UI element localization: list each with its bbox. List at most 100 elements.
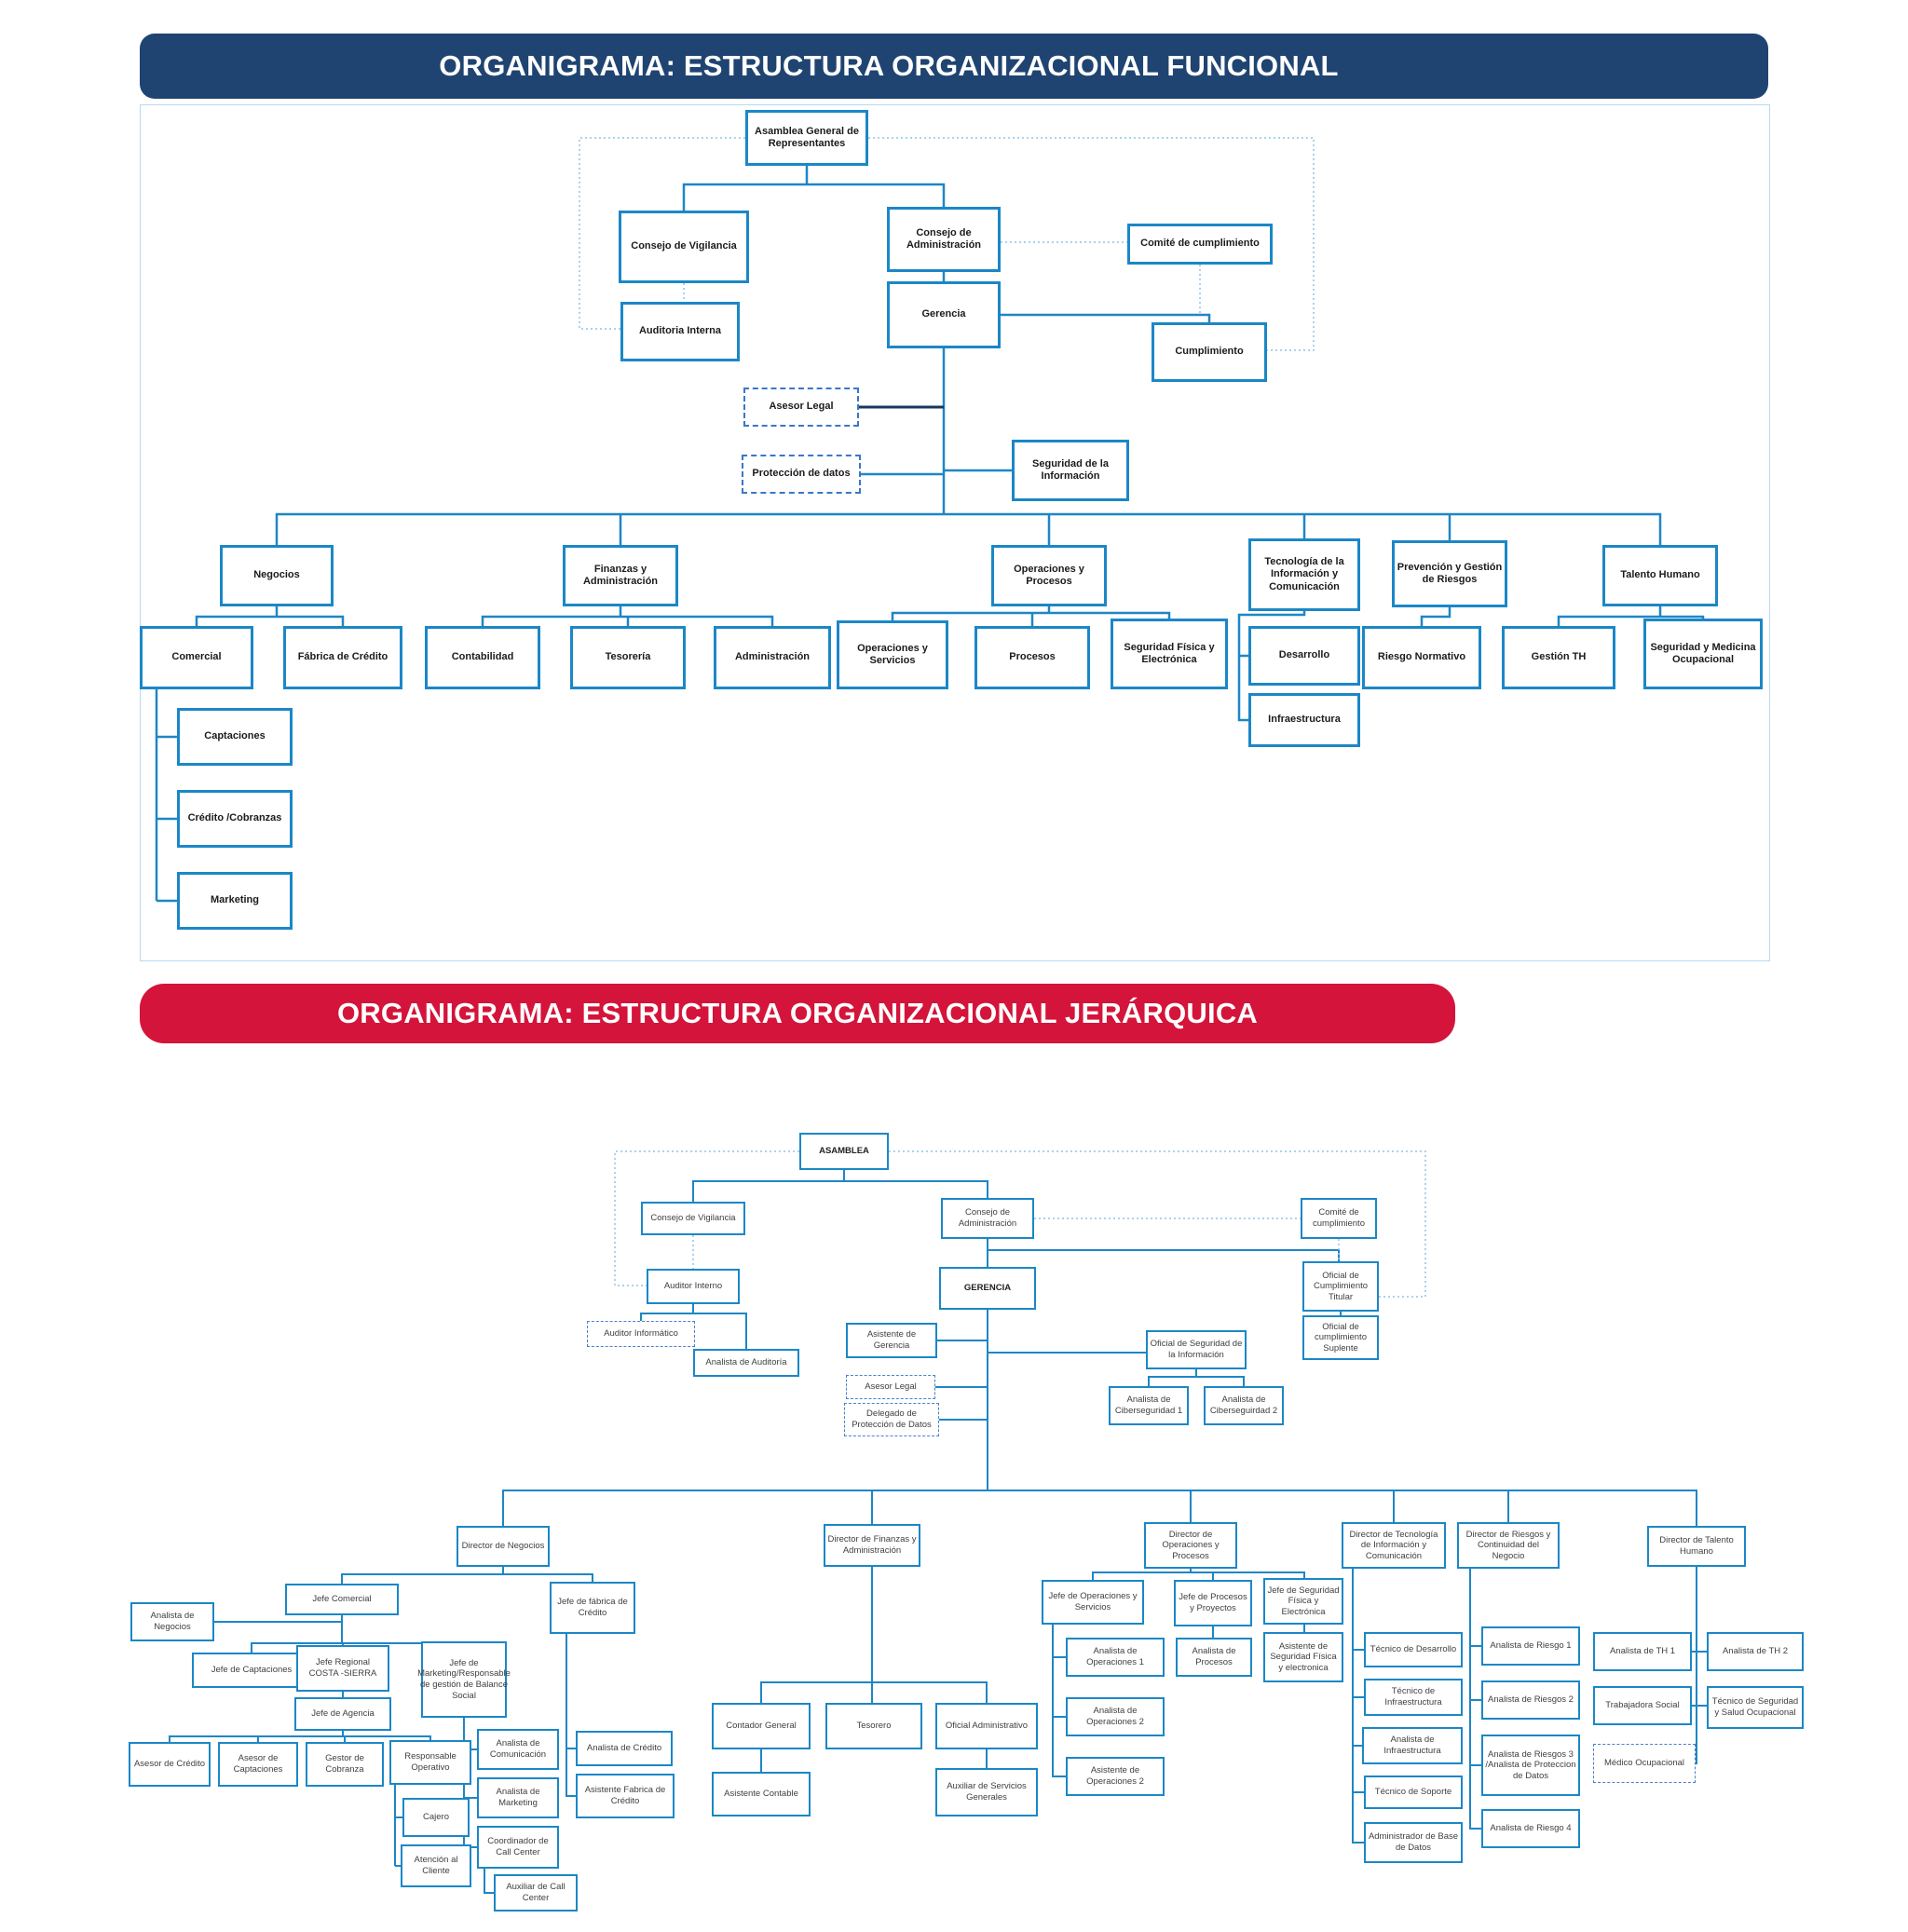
hierarchical-node-consejo-administracion: Consejo de Administración <box>941 1198 1034 1239</box>
connector-line <box>484 1869 494 1894</box>
hierarchical-node-analista-oper1: Analista de Operaciones 1 <box>1066 1638 1165 1677</box>
hierarchical-node-responsable-operativo: Responsable Operativo <box>389 1740 471 1785</box>
hierarchical-node-asesor-captaciones: Asesor de Captaciones <box>218 1742 298 1787</box>
connector-line <box>682 166 946 211</box>
connector-line <box>1001 313 1211 322</box>
hierarchical-node-coordinador-call: Coordinador de Call Center <box>477 1826 559 1869</box>
hierarchical-node-analista-riesgo4: Analista de Riesgo 4 <box>1481 1809 1580 1848</box>
connector-line <box>987 1239 1340 1267</box>
hierarchical-node-asamblea: ASAMBLEA <box>799 1133 889 1170</box>
connector-line <box>1092 1569 1305 1580</box>
functional-chart-header: ORGANIGRAMA: ESTRUCTURA ORGANIZACIONAL F… <box>140 34 1768 99</box>
functional-node-comercial: Comercial <box>140 626 253 689</box>
hierarchical-node-dir-negocios: Director de Negocios <box>457 1526 550 1567</box>
hierarchical-node-auditor-interno: Auditor Interno <box>647 1269 740 1304</box>
hierarchical-node-analista-procesos: Analista de Procesos <box>1176 1638 1252 1677</box>
hierarchical-node-oficial-suplente: Oficial de cumplimiento Suplente <box>1302 1315 1379 1360</box>
functional-node-captaciones: Captaciones <box>177 708 293 766</box>
connector-line <box>760 1567 988 1703</box>
connector-line <box>275 512 1662 545</box>
connector-line <box>1420 607 1451 626</box>
hierarchical-node-tecnico-desarrollo: Técnico de Desarrollo <box>1364 1632 1463 1667</box>
functional-node-asesor-legal: Asesor Legal <box>743 388 859 427</box>
hierarchical-node-asistente-seguridad: Asistente de Seguridad Física y electron… <box>1263 1632 1343 1682</box>
hierarchical-node-ciberseguridad2: Analista de Ciberseguirdad 2 <box>1204 1386 1284 1425</box>
hierarchical-node-delegado-proteccion: Delegado de Protección de Datos <box>844 1403 939 1436</box>
hierarchical-node-auxiliar-call: Auxiliar de Call Center <box>494 1874 578 1912</box>
hierarchical-node-analista-th2: Analista de TH 2 <box>1707 1632 1804 1671</box>
functional-node-cumplimiento: Cumplimiento <box>1152 322 1267 382</box>
hierarchical-node-asesor-legal: Asesor Legal <box>846 1375 935 1399</box>
hierarchical-node-jefe-captaciones: Jefe de Captaciones <box>192 1653 311 1688</box>
hierarchical-node-oficial-titular: Oficial de Cumplimiento Titular <box>1302 1261 1379 1312</box>
functional-node-administracion: Administración <box>714 626 831 689</box>
hierarchical-node-cajero: Cajero <box>402 1798 470 1837</box>
hierarchical-node-comite-cumplimiento: Comité de cumplimiento <box>1301 1198 1377 1239</box>
hierarchical-node-tecnico-soporte: Técnico de Soporte <box>1364 1776 1463 1809</box>
functional-node-procesos: Procesos <box>974 626 1090 689</box>
hierarchical-node-analista-riesgos2: Analista de Riesgos 2 <box>1481 1680 1580 1720</box>
hierarchical-chart-header: ORGANIGRAMA: ESTRUCTURA ORGANIZACIONAL J… <box>140 984 1455 1043</box>
functional-node-tesoreria: Tesorería <box>570 626 686 689</box>
hierarchical-node-dir-talento: Director de Talento Humano <box>1647 1526 1746 1567</box>
functional-node-talento-humano: Talento Humano <box>1602 545 1718 606</box>
connector-line <box>891 606 1171 626</box>
connector-line <box>394 1785 402 1867</box>
hierarchical-node-analista-infraestructura: Analista de Infraestructura <box>1362 1727 1463 1764</box>
functional-node-marketing: Marketing <box>177 872 293 930</box>
hierarchical-node-auditor-informatico: Auditor Informático <box>587 1321 695 1347</box>
hierarchical-node-asistente-oper2: Asistente de Operaciones 2 <box>1066 1757 1165 1796</box>
hierarchical-node-jefe-operaciones: Jefe de Operaciones y Servicios <box>1042 1580 1144 1625</box>
functional-node-desarrollo: Desarrollo <box>1248 626 1360 686</box>
hierarchical-node-atencion-cliente: Atención al Cliente <box>401 1844 471 1887</box>
hierarchical-node-gestor-cobranza: Gestor de Cobranza <box>306 1742 384 1787</box>
hierarchical-node-asistente-contable: Asistente Contable <box>712 1772 811 1816</box>
hierarchical-node-tecnico-infraestructura: Técnico de Infraestructura <box>1364 1679 1463 1716</box>
connector-line <box>1237 611 1306 722</box>
connector-line <box>195 606 345 626</box>
connector-line <box>579 137 745 330</box>
connector-line <box>1352 1569 1364 1844</box>
hierarchical-node-jefe-agencia: Jefe de Agencia <box>294 1697 391 1731</box>
functional-node-comite-cumplimiento: Comité de cumplimiento <box>1127 224 1273 265</box>
hierarchical-node-tecnico-sso: Técnico de Seguridad y Salud Ocupacional <box>1707 1686 1804 1729</box>
hierarchical-node-analista-riesgos3: Analista de Riesgos 3 /Analista de Prote… <box>1481 1735 1580 1796</box>
functional-node-prevencion-riesgos: Prevención y Gestión de Riesgos <box>1392 540 1507 607</box>
functional-node-gestion-th: Gestión TH <box>1502 626 1615 689</box>
hierarchical-node-analista-credito: Analista de Crédito <box>576 1731 673 1766</box>
hierarchical-node-analista-marketing: Analista de Marketing <box>477 1777 559 1818</box>
connector-line <box>502 1490 1697 1526</box>
hierarchical-node-gerencia: GERENCIA <box>939 1267 1036 1310</box>
connector-line <box>1469 1569 1481 1830</box>
functional-node-infraestructura: Infraestructura <box>1248 693 1360 747</box>
hierarchical-node-asistente-gerencia: Asistente de Gerencia <box>846 1323 937 1358</box>
hierarchical-node-jefe-comercial: Jefe Comercial <box>285 1584 399 1615</box>
functional-node-seguridad-medicina: Seguridad y Medicina Ocupacional <box>1643 619 1763 689</box>
hierarchical-node-analista-riesgo1: Analista de Riesgo 1 <box>1481 1626 1580 1666</box>
connector-line <box>214 1615 465 1653</box>
hierarchical-node-trabajadora-social: Trabajadora Social <box>1593 1686 1692 1725</box>
functional-node-auditoria-interna: Auditoria Interna <box>620 302 740 361</box>
hierarchical-chart-title: ORGANIGRAMA: ESTRUCTURA ORGANIZACIONAL J… <box>336 997 1258 1029</box>
connector-line <box>640 1304 747 1349</box>
connector-line <box>889 1150 1426 1298</box>
functional-chart-area <box>140 104 1770 961</box>
connector-line <box>341 1567 593 1584</box>
hierarchical-node-dir-operaciones: Director de Operaciones y Procesos <box>1144 1522 1237 1569</box>
connector-line <box>1052 1625 1066 1777</box>
connector-line <box>169 1731 431 1742</box>
functional-node-credito-cobranzas: Crédito /Cobranzas <box>177 790 293 848</box>
hierarchical-node-consejo-vigilancia: Consejo de Vigilancia <box>641 1202 745 1235</box>
hierarchical-node-ciberseguridad1: Analista de Ciberseguridad 1 <box>1109 1386 1189 1425</box>
connector-line <box>1692 1567 1707 1764</box>
functional-node-consejo-administracion: Consejo de Administración <box>887 207 1001 272</box>
functional-node-finanzas-administracion: Finanzas y Administración <box>563 545 678 606</box>
hierarchical-node-asesor-credito: Asesor de Crédito <box>129 1742 211 1787</box>
connector-line <box>1557 606 1705 626</box>
functional-chart-title: ORGANIGRAMA: ESTRUCTURA ORGANIZACIONAL F… <box>439 49 1339 82</box>
hierarchical-node-contador-general: Contador General <box>712 1703 811 1749</box>
functional-node-contabilidad: Contabilidad <box>425 626 540 689</box>
hierarchical-node-dir-finanzas: Director de Finanzas y Administración <box>824 1524 920 1567</box>
connector-line <box>155 689 177 903</box>
